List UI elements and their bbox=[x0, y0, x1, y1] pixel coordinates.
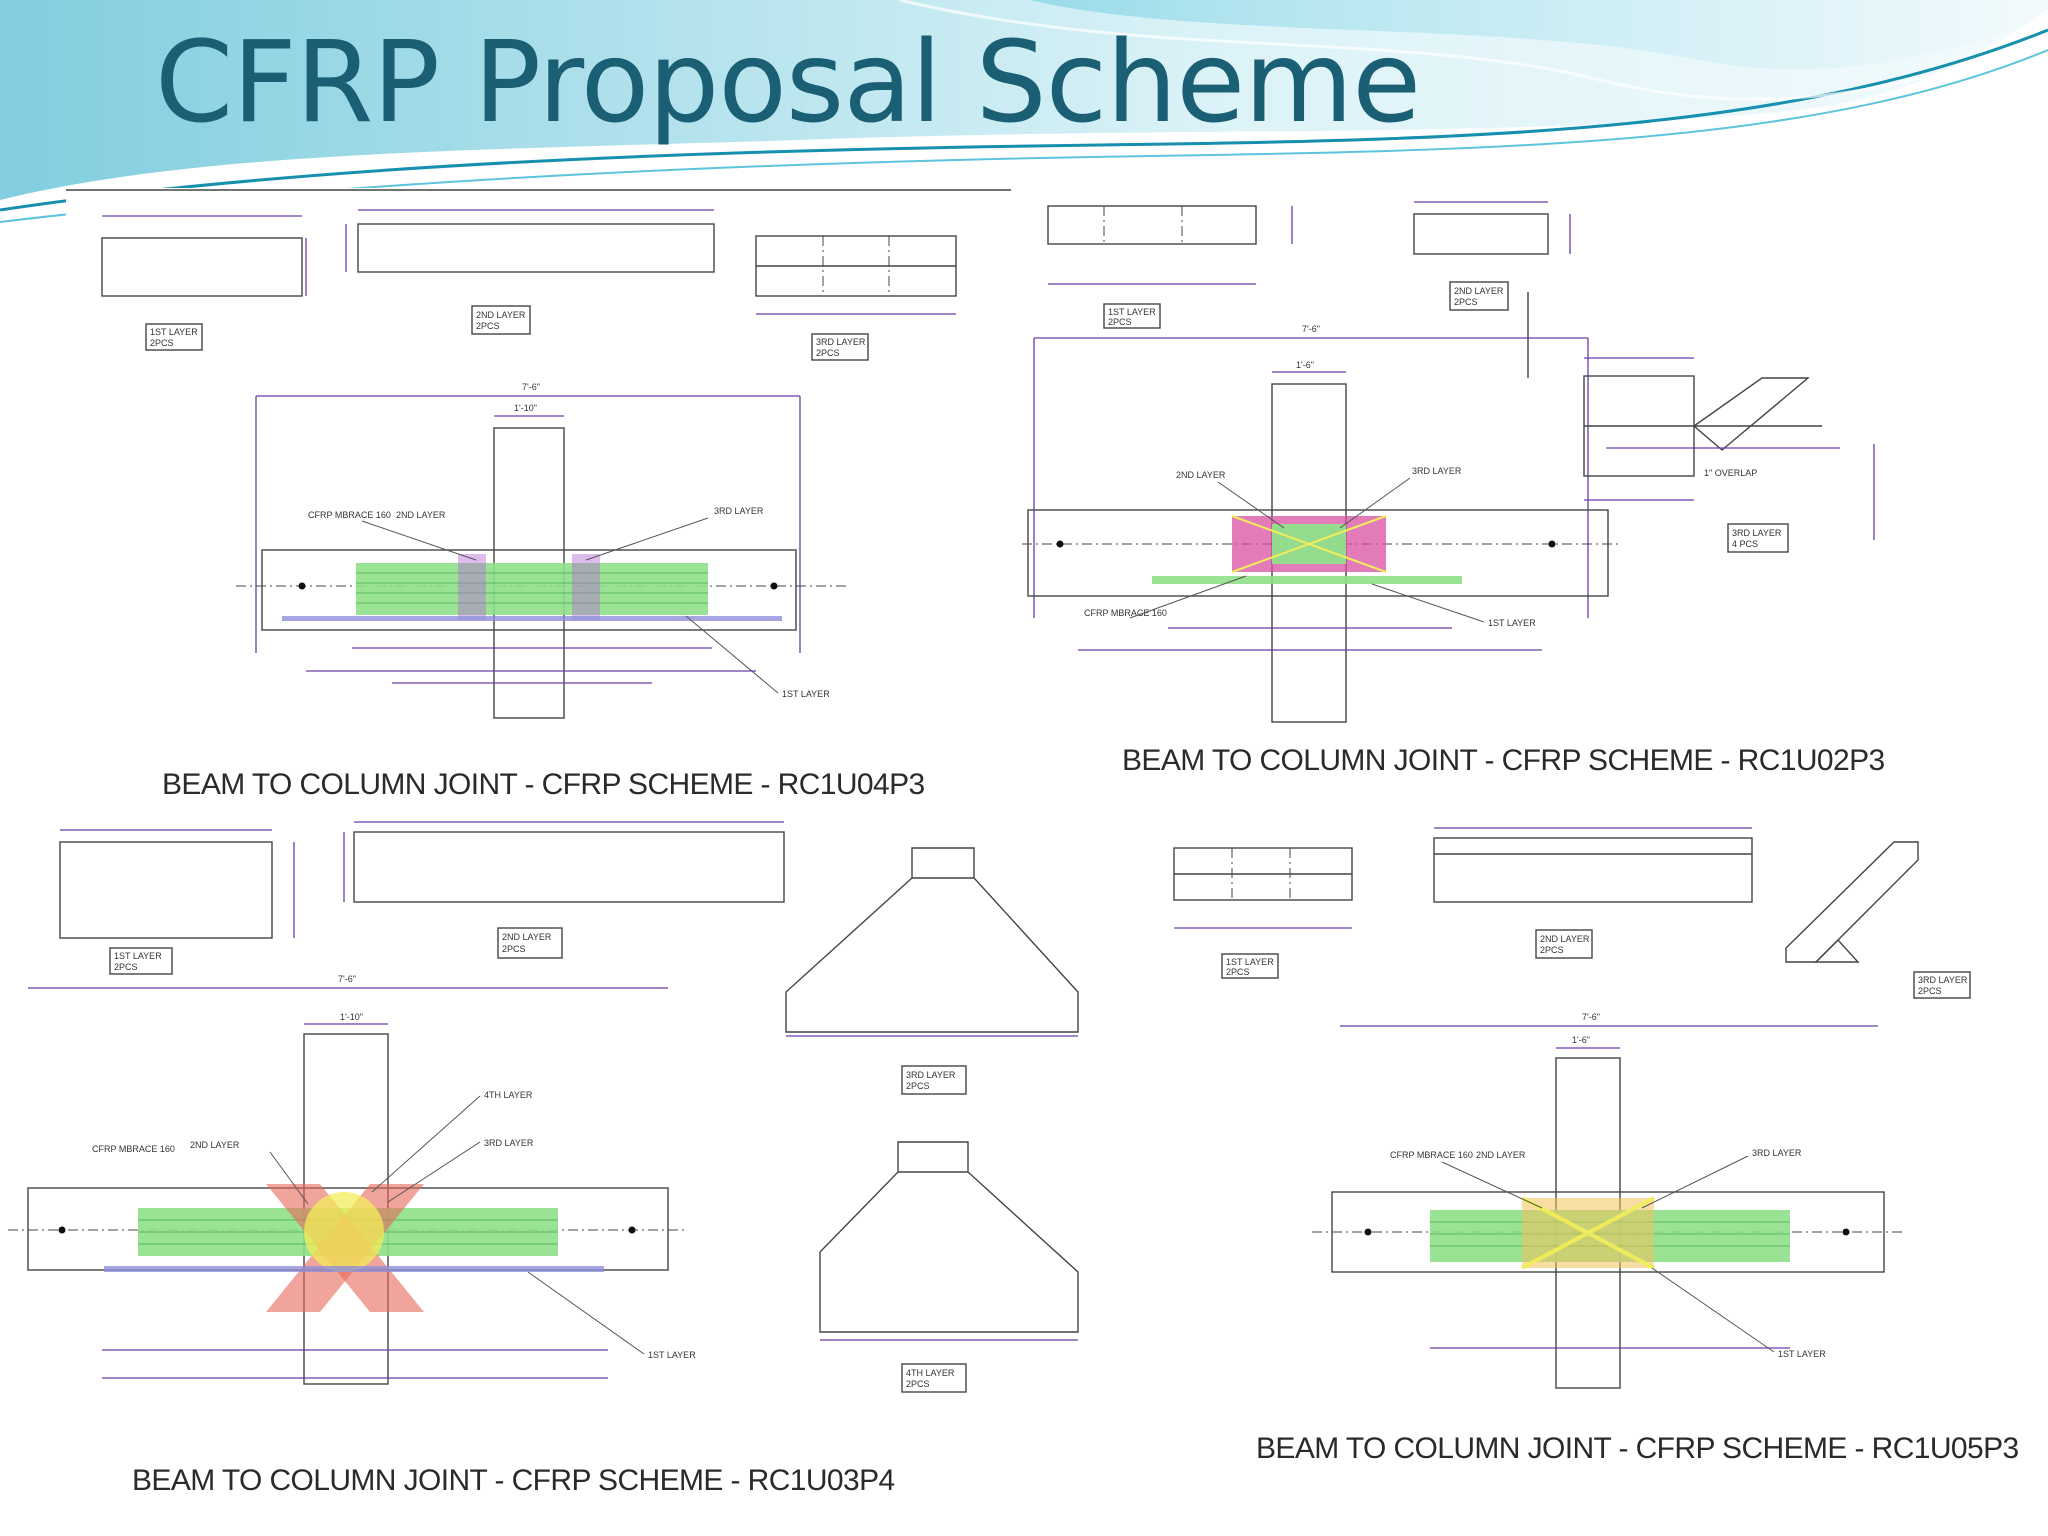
second-layer-piece bbox=[1413, 213, 1549, 255]
third-layer-callout: 3RD LAYER bbox=[484, 1138, 534, 1148]
column-width-text: 1'-6" bbox=[1572, 1035, 1590, 1045]
caption-rc1u02p3: BEAM TO COLUMN JOINT - CFRP SCHEME - RC1… bbox=[1122, 744, 1885, 777]
fourth-layer-qty: 2PCS bbox=[906, 1379, 930, 1389]
drawing-rc1u04p3: 1ST LAYER 2PCS 2ND LAYER 2PCS 3RD LAYER … bbox=[66, 189, 1011, 719]
third-layer-qty: 2PCS bbox=[1918, 986, 1942, 996]
drawing-rc1u02p3: 1ST LAYER 2PCS 2ND LAYER 2PCS 7'-6" 1'-6… bbox=[1022, 201, 1875, 723]
fourth-layer-callout: 4TH LAYER bbox=[484, 1090, 533, 1100]
beam-outline bbox=[1027, 509, 1609, 597]
first-layer-qty: 2PCS bbox=[150, 338, 174, 348]
first-layer-callout: 1ST LAYER bbox=[1778, 1349, 1826, 1359]
label-box: 3RD LAYER 2PCS bbox=[901, 1065, 967, 1095]
third-layer-callout: 3RD LAYER bbox=[1752, 1148, 1802, 1158]
drawing-rc1u03p4: 1ST LAYER 2PCS 2ND LAYER 2PCS 3RD LAYER … bbox=[8, 821, 1079, 1393]
second-layer-callout: 2ND LAYER bbox=[396, 510, 446, 520]
beam-outline bbox=[261, 549, 797, 631]
third-layer-qty: 2PCS bbox=[906, 1081, 930, 1091]
first-layer-label: 1ST LAYER bbox=[114, 951, 162, 961]
slide-title: CFRP Proposal Scheme bbox=[155, 18, 1421, 148]
label-box: 1ST LAYER 2PCS bbox=[145, 323, 203, 351]
overall-dimension-text: 7'-6" bbox=[1582, 1012, 1600, 1022]
wrap-label: CFRP MBRACE 160 bbox=[1390, 1150, 1473, 1160]
third-layer-qty: 2PCS bbox=[816, 348, 840, 358]
column-width-text: 1'-10" bbox=[514, 403, 537, 413]
second-layer-qty: 2PCS bbox=[1454, 297, 1478, 307]
caption-rc1u03p4: BEAM TO COLUMN JOINT - CFRP SCHEME - RC1… bbox=[132, 1464, 895, 1497]
label-box: 4TH LAYER 2PCS bbox=[901, 1363, 967, 1393]
label-box: 1ST LAYER 2PCS bbox=[1221, 953, 1279, 979]
caption-rc1u04p3: BEAM TO COLUMN JOINT - CFRP SCHEME - RC1… bbox=[162, 768, 925, 801]
wrap-label: CFRP MBRACE 160 bbox=[308, 510, 391, 520]
third-layer-callout: 3RD LAYER bbox=[714, 506, 764, 516]
second-layer-piece bbox=[1433, 837, 1753, 903]
fourth-layer-label: 4TH LAYER bbox=[906, 1368, 955, 1378]
second-layer-label: 2ND LAYER bbox=[1454, 286, 1504, 296]
first-layer-qty: 2PCS bbox=[1226, 967, 1250, 977]
second-layer-piece bbox=[357, 223, 715, 273]
second-layer-qty: 2PCS bbox=[502, 944, 526, 954]
label-box: 1ST LAYER 2PCS bbox=[109, 947, 173, 975]
first-layer-piece bbox=[59, 841, 273, 939]
caption-rc1u05p3: BEAM TO COLUMN JOINT - CFRP SCHEME - RC1… bbox=[1256, 1432, 2019, 1465]
column-width-text: 1'-6" bbox=[1296, 360, 1314, 370]
second-layer-qty: 2PCS bbox=[476, 321, 500, 331]
second-layer-callout: 2ND LAYER bbox=[190, 1140, 240, 1150]
first-layer-label: 1ST LAYER bbox=[150, 327, 198, 337]
label-box: 2ND LAYER 2PCS bbox=[471, 305, 531, 335]
panel-rc1u04p3: 1ST LAYER 2PCS 2ND LAYER 2PCS 3RD LAYER … bbox=[66, 188, 1016, 810]
overall-dimension-text: 7'-6" bbox=[1302, 324, 1320, 334]
panel-rc1u02p3: 1ST LAYER 2PCS 2ND LAYER 2PCS 7'-6" 1'-6… bbox=[1022, 188, 2032, 810]
second-layer-piece bbox=[353, 831, 785, 903]
third-layer-label: 3RD LAYER bbox=[1918, 975, 1968, 985]
panel-rc1u03p4: 1ST LAYER 2PCS 2ND LAYER 2PCS 3RD LAYER … bbox=[8, 812, 1108, 1534]
first-layer-label: 1ST LAYER bbox=[1108, 307, 1156, 317]
label-box: 1ST LAYER 2PCS bbox=[1103, 303, 1161, 329]
second-layer-qty: 2PCS bbox=[1540, 945, 1564, 955]
second-layer-label: 2ND LAYER bbox=[476, 310, 526, 320]
overall-dimension-text: 7'-6" bbox=[522, 382, 540, 392]
wrap-label: CFRP MBRACE 160 bbox=[92, 1144, 175, 1154]
label-box: 3RD LAYER 4 PCS bbox=[1727, 523, 1789, 553]
overall-dimension-text: 7'-6" bbox=[338, 974, 356, 984]
third-layer-piece bbox=[1785, 841, 1919, 963]
first-layer-label: 1ST LAYER bbox=[1226, 957, 1274, 967]
cfrp-diagonal-yellow bbox=[304, 1192, 384, 1272]
first-layer-piece bbox=[1047, 205, 1257, 245]
first-layer-qty: 2PCS bbox=[114, 962, 138, 972]
column-width-text: 1'-10" bbox=[340, 1012, 363, 1022]
wrap-label: CFRP MBRACE 160 bbox=[1084, 608, 1167, 618]
third-layer-label: 3RD LAYER bbox=[816, 337, 866, 347]
second-layer-label: 2ND LAYER bbox=[502, 932, 552, 942]
slide-header: CFRP Proposal Scheme bbox=[0, 0, 2048, 240]
third-layer-label: 3RD LAYER bbox=[1732, 528, 1782, 538]
second-layer-callout: 2ND LAYER bbox=[1176, 470, 1226, 480]
second-layer-label: 2ND LAYER bbox=[1540, 934, 1590, 944]
cfrp-wrap-green bbox=[356, 563, 708, 615]
panel-rc1u05p3: 1ST LAYER 2PCS 2ND LAYER 2PCS 3RD LAYER … bbox=[1112, 812, 2038, 1534]
label-box: 2ND LAYER 2PCS bbox=[497, 927, 563, 959]
overlap-label: 1" OVERLAP bbox=[1704, 468, 1757, 478]
third-layer-qty: 4 PCS bbox=[1732, 539, 1758, 549]
second-layer-callout: 2ND LAYER bbox=[1476, 1150, 1526, 1160]
label-box: 3RD LAYER 2PCS bbox=[1913, 971, 1971, 999]
first-layer-piece bbox=[101, 237, 303, 297]
third-layer-piece bbox=[785, 847, 1079, 1033]
label-box: 3RD LAYER 2PCS bbox=[811, 333, 869, 361]
label-box: 2ND LAYER 2PCS bbox=[1449, 281, 1509, 311]
drawing-rc1u05p3: 1ST LAYER 2PCS 2ND LAYER 2PCS 3RD LAYER … bbox=[1173, 827, 1971, 1389]
first-layer-qty: 2PCS bbox=[1108, 317, 1132, 327]
fourth-layer-piece bbox=[819, 1141, 1079, 1333]
third-layer-callout: 3RD LAYER bbox=[1412, 466, 1462, 476]
first-layer-callout: 1ST LAYER bbox=[1488, 618, 1536, 628]
first-layer-callout: 1ST LAYER bbox=[782, 689, 830, 699]
third-layer-label: 3RD LAYER bbox=[906, 1070, 956, 1080]
first-layer-callout: 1ST LAYER bbox=[648, 1350, 696, 1360]
label-box: 2ND LAYER 2PCS bbox=[1535, 929, 1593, 959]
